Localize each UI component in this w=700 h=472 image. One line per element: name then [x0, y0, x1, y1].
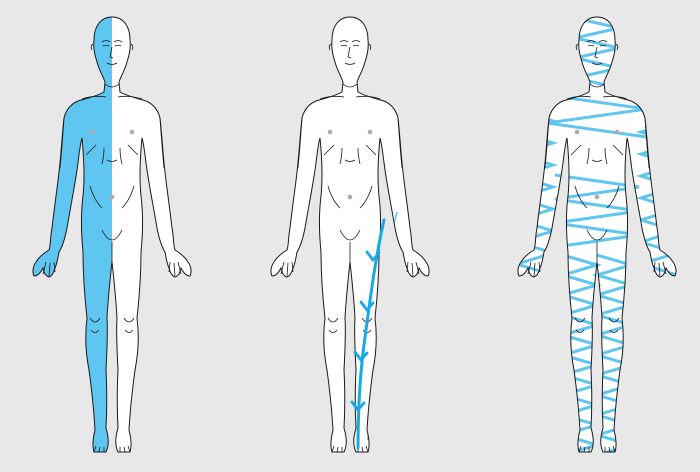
- navel-dot: [110, 195, 115, 200]
- navel-dot: [595, 195, 600, 200]
- nipple-dot: [130, 130, 135, 135]
- body-silhouette: [271, 17, 429, 452]
- dermatomal-figure: [271, 17, 429, 452]
- navel-dot: [348, 195, 353, 200]
- nipple-dot: [328, 130, 333, 135]
- diffuse-figure: [517, 17, 677, 455]
- nipple-dot: [575, 130, 580, 135]
- nipple-dot: [368, 130, 373, 135]
- shaded-half-region: [22, 0, 112, 472]
- hemibody-figure: [22, 0, 191, 472]
- nipple-dot: [90, 130, 95, 135]
- nipple-dot: [615, 130, 620, 135]
